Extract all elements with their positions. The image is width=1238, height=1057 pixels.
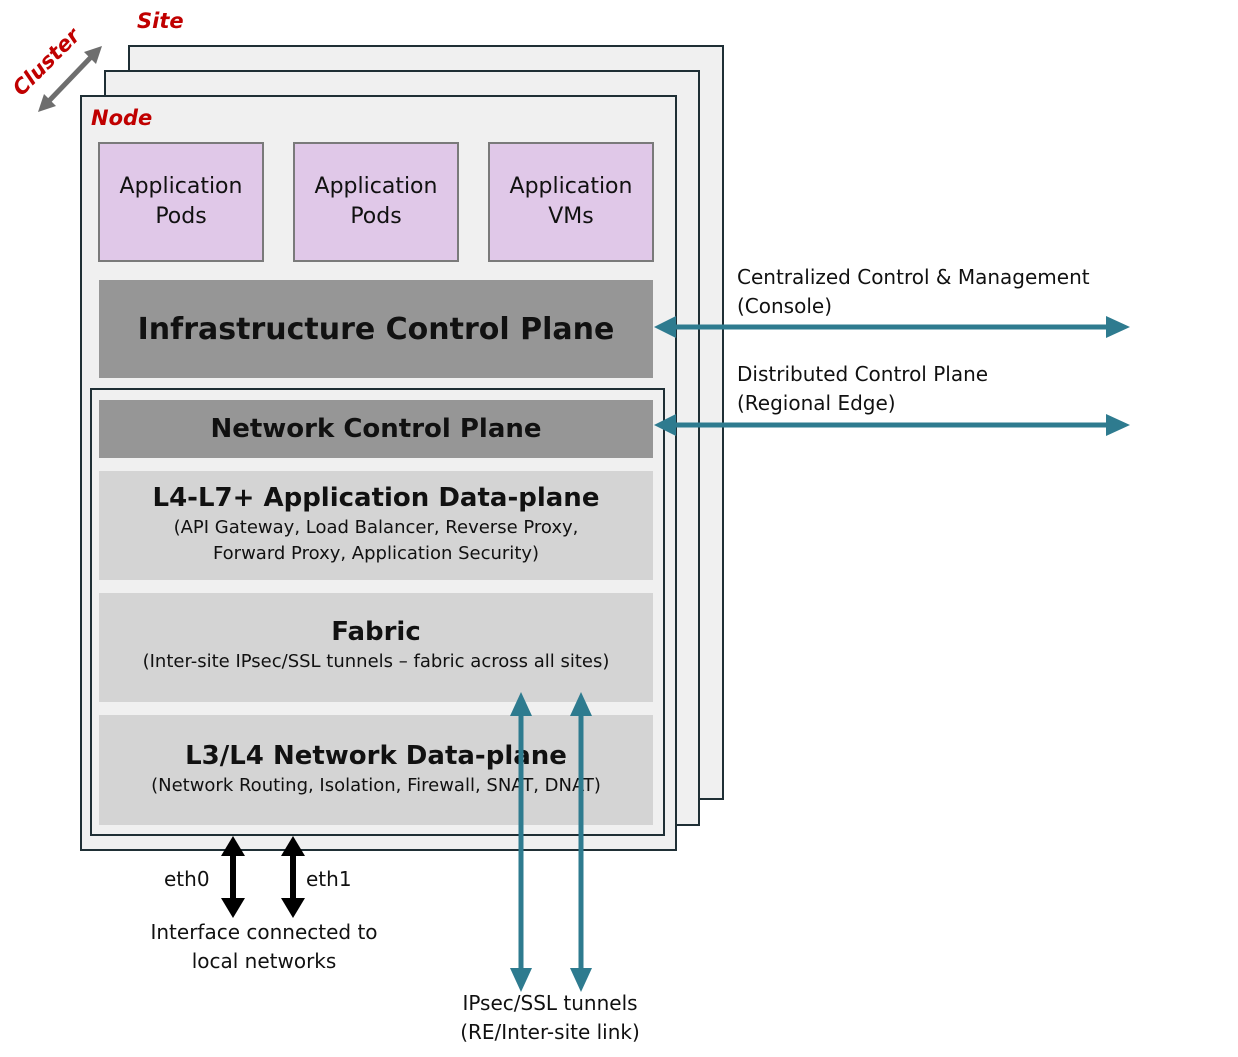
app-box-vms: Application VMs	[488, 142, 654, 262]
network-control-plane-title: Network Control Plane	[210, 414, 542, 444]
eth1-label: eth1	[306, 867, 352, 891]
node-label: Node	[91, 106, 153, 130]
interface-label: Interface connected to local networks	[150, 920, 378, 973]
app-box-label: Application Pods	[314, 174, 438, 229]
infra-control-plane-title: Infrastructure Control Plane	[137, 311, 615, 347]
network-dataplane-subtitle: (Network Routing, Isolation, Firewall, S…	[151, 775, 601, 796]
fabric-box: Fabric (Inter-site IPsec/SSL tunnels – f…	[99, 593, 653, 702]
eth1-double-arrow-icon	[281, 836, 305, 918]
app-dataplane-subtitle: (API Gateway, Load Balancer, Reverse Pro…	[173, 517, 579, 564]
app-dataplane-title: L4-L7+ Application Data-plane	[152, 483, 600, 513]
site-label: Site	[137, 9, 184, 33]
tunnel-double-arrow-icon-1	[510, 692, 532, 992]
network-dataplane-title: L3/L4 Network Data-plane	[185, 741, 567, 771]
app-dataplane-box: L4-L7+ Application Data-plane (API Gatew…	[99, 471, 653, 580]
infrastructure-control-plane: Infrastructure Control Plane	[99, 280, 653, 378]
fabric-title: Fabric	[331, 617, 421, 647]
app-box-pods-1: Application Pods	[98, 142, 264, 262]
network-group-frame	[90, 388, 665, 836]
centralized-control-label: Centralized Control & Management (Consol…	[737, 265, 1090, 318]
eth0-label: eth0	[164, 867, 210, 891]
app-box-label: Application VMs	[509, 174, 633, 229]
app-box-pods-2: Application Pods	[293, 142, 459, 262]
tunnel-double-arrow-icon-2	[570, 692, 592, 992]
distributed-control-label: Distributed Control Plane (Regional Edge…	[737, 362, 989, 415]
eth0-double-arrow-icon	[221, 836, 245, 918]
network-control-plane: Network Control Plane	[99, 400, 653, 458]
distributed-control-double-arrow-icon	[654, 414, 1130, 436]
fabric-subtitle: (Inter-site IPsec/SSL tunnels – fabric a…	[142, 651, 610, 672]
cluster-double-arrow-icon	[38, 46, 102, 112]
centralized-control-double-arrow-icon	[654, 316, 1130, 338]
app-box-label: Application Pods	[119, 174, 243, 229]
network-dataplane-box: L3/L4 Network Data-plane (Network Routin…	[99, 715, 653, 825]
tunnels-label: IPsec/SSL tunnels (RE/Inter-site link)	[460, 991, 640, 1044]
